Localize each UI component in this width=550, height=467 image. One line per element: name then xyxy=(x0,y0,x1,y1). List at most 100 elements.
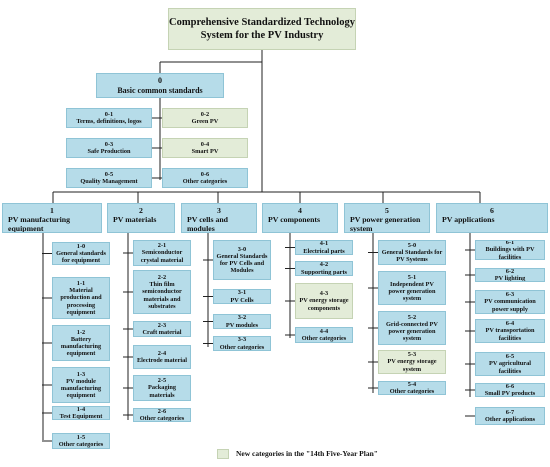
category-3-item-3-2-label: PV modules xyxy=(225,321,259,329)
category-6-item-6-4-number: 6-4 xyxy=(505,320,515,328)
basic-item-0-2-number: 0-2 xyxy=(200,110,210,118)
basic-item-0-1-number: 0-1 xyxy=(104,110,114,118)
category-2-item-2-5-number: 2-5 xyxy=(157,377,167,385)
category-5-item-5-1-number: 5-1 xyxy=(407,273,417,281)
category-6-item-6-2-label: PV lighting xyxy=(494,275,526,282)
category-1-item-1-2-label: Battery manufacturing equipment xyxy=(60,335,102,358)
category-6-item-6-6-label: Small PV products xyxy=(484,390,536,397)
category-1-item-1-0-label: General standards for equipment xyxy=(56,249,106,265)
category-2-item-2-1-label: Semiconductor crystal material xyxy=(140,249,184,264)
category-6-item-6-7-label: Other applications xyxy=(484,416,536,423)
category-4-item-4-4-number: 4-4 xyxy=(319,327,329,335)
category-1-item-1-4-number: 1-4 xyxy=(76,406,86,413)
basic-item-0-5-number: 0-5 xyxy=(104,170,114,178)
category-3-item-3-0-number: 3-0 xyxy=(237,245,247,253)
category-title: PV materials xyxy=(113,214,157,224)
basic-item-0-6-label: Other categories xyxy=(182,178,228,185)
category-2-item-2-2-label: Thin film semiconductor materials and su… xyxy=(142,281,182,310)
basic-item-0-2-label: Green PV xyxy=(191,118,219,125)
basic-title: Basic common standards xyxy=(117,85,203,95)
category-number: 5 xyxy=(385,206,389,215)
category-1-item-1-5-number: 1-5 xyxy=(76,433,86,441)
category-3-item-3-1-label: PV Cells xyxy=(230,296,254,304)
category-1-item-1-0-number: 1-0 xyxy=(76,242,86,250)
category-1-item-1-2-number: 1-2 xyxy=(76,328,86,336)
category-4-item-4-3-number: 4-3 xyxy=(319,290,329,298)
category-3-item-3-3-label: Other categories xyxy=(219,343,265,351)
category-title: PV applications xyxy=(442,214,495,224)
category-6-item-6-1-label: Buildings with PV facilities xyxy=(485,246,535,260)
basic-item-0-6-number: 0-6 xyxy=(200,170,210,178)
category-3-item-3-2-number: 3-2 xyxy=(237,314,247,322)
category-6-item-6-7-number: 6-7 xyxy=(505,408,515,416)
category-1-item-1-5-label: Other categories xyxy=(58,441,104,448)
category-6-item-6-6-number: 6-6 xyxy=(505,383,515,390)
category-6-item-6-1-number: 6-1 xyxy=(505,240,515,247)
category-6-item-6-2-number: 6-2 xyxy=(505,268,515,275)
legend-label: New categories in the "14th Five-Year Pl… xyxy=(236,449,378,458)
category-title: PV manufacturing equipment xyxy=(8,214,71,233)
category-2-item-2-5-label: Packaging materials xyxy=(148,384,176,399)
category-2-item-2-1-number: 2-1 xyxy=(157,242,167,250)
category-1-item-1-1-label: Material production and processing equip… xyxy=(60,287,102,316)
root-title: Comprehensive Standardized Technology Sy… xyxy=(168,8,356,50)
basic-number: 0 xyxy=(158,76,162,86)
category-number: 1 xyxy=(50,206,54,215)
basic-item-0-3-label: Safe Production xyxy=(87,148,131,155)
category-1-item-1-3-number: 1-3 xyxy=(76,370,86,378)
category-2-item-2-2-number: 2-2 xyxy=(157,273,167,281)
category-5-item-5-2-label: Grid-connected PV power generation syste… xyxy=(386,320,438,343)
category-5-item-5-4-number: 5-4 xyxy=(407,381,417,388)
category-number: 2 xyxy=(139,206,143,215)
category-6-item-6-5-number: 6-5 xyxy=(505,353,515,361)
category-3-item-3-0-label: General Standards for PV Cells and Modul… xyxy=(216,252,268,275)
category-5-item-5-2-number: 5-2 xyxy=(407,313,417,321)
basic-standards-header: 0 Basic common standards xyxy=(96,73,224,98)
category-1-item-1-3-label: PV module manufacturing equipment xyxy=(60,377,102,400)
category-title: PV power generation system xyxy=(350,214,421,233)
category-2-item-2-6-number: 2-6 xyxy=(157,408,167,415)
category-4-item-4-1-number: 4-1 xyxy=(319,240,329,248)
category-5-item-5-4-label: Other categories xyxy=(389,388,435,395)
category-2-item-2-4-number: 2-4 xyxy=(157,349,167,357)
basic-item-0-4-number: 0-4 xyxy=(200,140,210,148)
category-number: 6 xyxy=(490,206,494,215)
basic-item-0-5-label: Quality Management xyxy=(80,178,138,185)
category-1-item-1-1-number: 1-1 xyxy=(76,279,86,287)
legend-swatch xyxy=(217,449,229,459)
